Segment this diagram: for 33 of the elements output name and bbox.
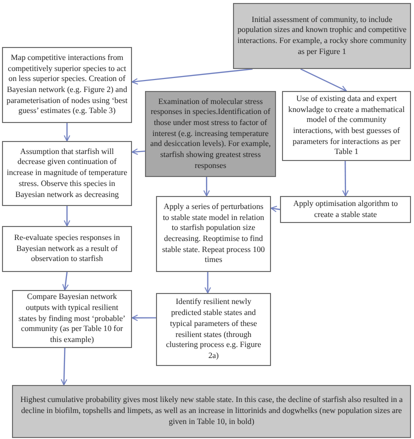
arrow (64, 123, 70, 142)
box-text: Examination of molecular stress responses in species.Identification of those under most stress to factor of interest (e.g. increasing temperature and desiccation levels). For example, starfish showing greatest stress responses (149, 96, 272, 172)
process-box (2, 141, 132, 206)
process-box (156, 196, 271, 272)
box-text: Initial assessment of community, to include population sizes and known trophic and competitive interactions. For example, a rocky shore community as per Figure 1 (237, 14, 407, 58)
arrow (132, 314, 156, 322)
arrow (204, 272, 211, 294)
box-text: Use of existing data and expert knowladge to create a mathematical model of the community interactions, with best guesses of parameters for interactions as per Table 1 (287, 94, 406, 158)
box-text: Map competitive interactions from competitively superior species to act on less superior species. Creation of Bayesian network (e.g. Figure 2) and parameterisation of nodes using ‘best guess’ estimates (e.g. Table 3) (6, 52, 128, 118)
process-box (2, 47, 132, 123)
process-box (12, 385, 411, 438)
arrow (300, 68, 347, 92)
arrow (132, 68, 253, 85)
box-text: Assumption that starfish will decrease given continuation of increase in magnitude of temperature stress. Observe this species in Bayesian network as decreasing (6, 146, 128, 200)
box-text: Identify resilient newly predicted stable states and typical parameters of these resilient states (through clustering process e.g. Figure 2a) (164, 297, 262, 362)
box-text: Apply optimisation algorithm to create a stable state (292, 198, 399, 220)
arrow (132, 148, 146, 155)
arrow (62, 272, 69, 290)
box-text: Apply a series of perturbations to stable state model in relation to starfish population size decreasing. Reoptimise to find stable state. Repeat process 100 times (161, 202, 266, 266)
box-text: Compare Bayesian network outputs with typical resilient states by finding most ‘probable’ community (as per Table 10 for this example) (18, 292, 126, 346)
process-box (12, 290, 132, 348)
arrow (270, 206, 280, 212)
process-box (145, 91, 276, 177)
process-box (280, 196, 411, 223)
arrow (203, 177, 210, 196)
process-box (2, 226, 132, 272)
arrow (64, 206, 70, 226)
box-text: Re-evaluate species responses in Bayesian network as a result of observation to starfish (13, 232, 121, 265)
box-text: Highest cumulative probability gives most likely new stable state. In this case, the decline of starfish also resulted in a decline in biofilm, topshells and limpets, as well as an increase in littorinids and dogwhelks (new population sizes are given in Table 10, in bold) (19, 395, 404, 428)
process-box (233, 3, 411, 69)
arrow (342, 161, 349, 196)
process-box (156, 293, 271, 366)
arrow (60, 348, 68, 386)
